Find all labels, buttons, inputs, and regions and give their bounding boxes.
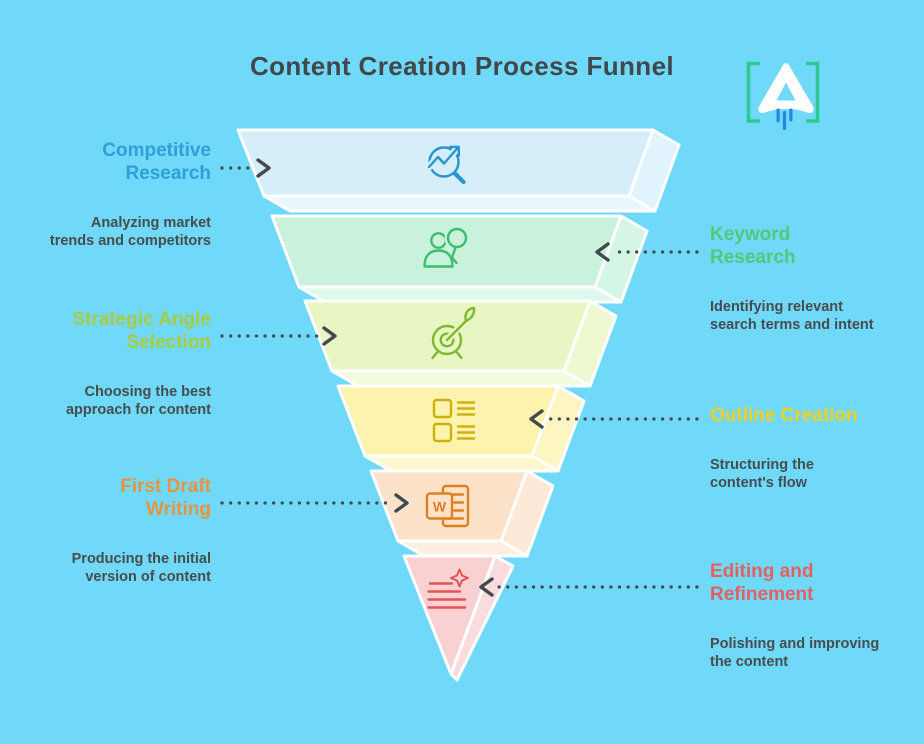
user-search-icon — [423, 225, 470, 268]
page-title: Content Creation Process Funnel — [249, 51, 675, 81]
stage-description: Analyzing market trends and competitors — [49, 215, 211, 249]
funnel-stage-strategic-angle — [303, 299, 618, 388]
funnel-stage-competitive-research — [236, 128, 681, 213]
stage-description: Producing the initial version of content — [71, 551, 211, 585]
stage-description: Choosing the best approach for content — [65, 384, 211, 418]
funnel-stage-outline-creation — [336, 384, 586, 473]
arrow-editing — [479, 577, 699, 597]
stage-title: Editing and Refinement — [710, 561, 814, 605]
stage-5-bottom-lip — [396, 539, 529, 558]
label-first-draft: First Draft Writing Producing the initia… — [11, 457, 211, 604]
label-competitive-research: Competitive Research Analyzing market tr… — [11, 121, 211, 268]
stage-title: First Draft Writing — [120, 476, 211, 520]
stage-description: Structuring the content's flow — [710, 457, 814, 491]
label-keyword-research: Keyword Research Identifying relevant se… — [710, 205, 922, 352]
stage-title: Competitive Research — [102, 140, 211, 184]
logo-left-bracket — [746, 61, 760, 123]
stage-4-front-face — [336, 384, 560, 458]
stage-6-front-face — [402, 554, 497, 676]
funnel-stage-first-draft: W — [369, 469, 555, 558]
arrow-first-draft — [220, 493, 409, 513]
word-icon-letter: W — [433, 499, 447, 515]
stage-title: Keyword Research — [710, 224, 796, 268]
label-strategic-angle: Strategic Angle Selection Choosing the b… — [11, 290, 211, 437]
label-outline-creation: Outline Creation Structuring the content… — [710, 386, 922, 510]
label-editing: Editing and Refinement Polishing and imp… — [710, 542, 922, 689]
outline-list-icon — [432, 398, 476, 443]
edit-sparkle-icon — [427, 568, 469, 609]
stage-title: Strategic Angle Selection — [72, 309, 211, 353]
stage-4-bottom-lip — [363, 454, 560, 473]
stage-description: Identifying relevant search terms and in… — [710, 299, 874, 333]
word-doc-icon: W — [425, 484, 470, 528]
funnel-stage-keyword-research — [270, 214, 649, 304]
stage-description: Polishing and improving the content — [710, 636, 880, 670]
stage-1-bottom-lip — [262, 194, 657, 213]
arrow-strategic-angle — [220, 326, 337, 346]
brand-logo — [746, 61, 820, 130]
stage-title: Outline Creation — [710, 405, 858, 426]
arrow-competitive-research — [220, 158, 271, 178]
funnel-stage-editing — [402, 554, 515, 682]
arrow-outline-creation — [529, 409, 699, 429]
logo-rocket-notch — [776, 82, 796, 101]
connector-arrows — [220, 158, 699, 597]
stage-3-bottom-lip — [330, 369, 592, 388]
target-dart-icon — [431, 306, 476, 360]
arrow-keyword-research — [595, 242, 699, 262]
logo-right-bracket — [806, 61, 820, 123]
trend-analysis-icon — [425, 144, 466, 185]
logo-exhaust-lines — [776, 108, 793, 130]
